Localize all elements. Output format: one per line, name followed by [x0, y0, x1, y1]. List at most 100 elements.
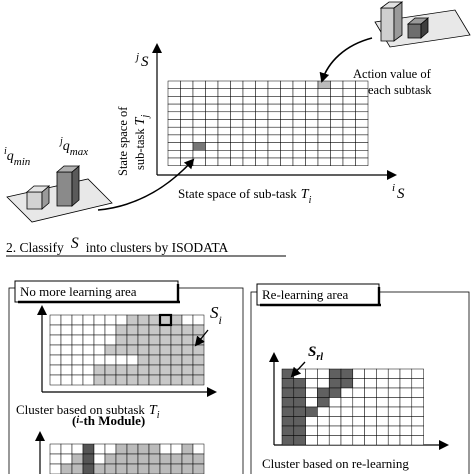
module-sub: i [76, 415, 79, 426]
grid-cell [159, 443, 172, 455]
grid-cell [192, 88, 206, 97]
grid-cell [255, 111, 269, 120]
qmin-pre: i [4, 146, 7, 157]
grid-cell [352, 378, 365, 389]
grid-cell [305, 157, 319, 166]
grid-cell [330, 119, 344, 128]
x-axis-label-sub: i [309, 195, 312, 206]
grid-cell [281, 425, 295, 436]
x-axis-symbol-pre: i [392, 182, 395, 194]
grid-cell [205, 150, 219, 159]
grid-cell [293, 387, 306, 398]
q-value-platform [6, 165, 113, 223]
grid-cell [192, 374, 205, 386]
grid-cell [399, 406, 413, 417]
grid-cell [399, 397, 413, 408]
grid-cell [167, 119, 181, 128]
grid-cell [328, 397, 342, 408]
qmin-bar [25, 185, 51, 210]
grid-cell [93, 463, 106, 474]
grid-cell [71, 463, 84, 474]
grid-cell [180, 111, 194, 120]
grid-cell [93, 374, 106, 386]
grid-cell [192, 364, 205, 376]
right-cluster-sym: S [308, 344, 316, 360]
grid-cell [170, 354, 183, 366]
right-panel-tag: Re-learning area [262, 287, 348, 302]
grid-cell [181, 453, 194, 465]
grid-cell [60, 453, 73, 465]
top-state-space-axes [152, 43, 397, 180]
grid-cell [342, 150, 356, 159]
grid-cell [317, 150, 331, 159]
grid-cell [180, 96, 194, 105]
grid-cell [205, 96, 219, 105]
grid-cell [217, 111, 231, 120]
grid-cell [411, 435, 424, 446]
x-axis-symbol: S [397, 186, 405, 202]
grid-cell [205, 126, 219, 136]
grid-cell [159, 463, 172, 474]
grid-cell [292, 111, 306, 120]
grid-cell [230, 111, 244, 120]
grid-cell [305, 406, 318, 417]
grid-cell [49, 374, 62, 386]
grid-cell [352, 435, 365, 446]
grid-cell [180, 142, 194, 151]
grid-cell [82, 374, 95, 386]
grid-cell [93, 443, 106, 455]
grid-cell [180, 88, 194, 97]
grid-cell [267, 111, 281, 120]
grid-cell [342, 80, 356, 89]
grid-cell [82, 364, 95, 376]
grid-cell [167, 103, 181, 113]
grid-cell [104, 374, 117, 386]
grid-cell [230, 134, 244, 143]
grid-cell [93, 344, 106, 356]
grid-cell [364, 416, 377, 427]
grid-cell [411, 387, 424, 398]
grid-cell [104, 344, 117, 356]
grid-cell [205, 157, 219, 166]
grid-cell [255, 119, 269, 128]
grid-cell [342, 119, 356, 128]
grid-cell [167, 134, 181, 143]
x-axis-label-text: State space of sub-task [178, 186, 297, 201]
grid-cell [192, 142, 206, 151]
grid-cell [242, 88, 256, 97]
grid-cell [137, 374, 150, 386]
grid-cell [137, 453, 150, 465]
grid-cell [93, 453, 106, 465]
qmax-bar [55, 165, 81, 207]
grid-cell [205, 103, 219, 113]
grid-cell [330, 111, 344, 120]
grid-cell [181, 344, 194, 356]
grid-cell [340, 425, 354, 436]
grid-cell [230, 119, 244, 128]
grid-cell [293, 416, 306, 427]
grid-cell [60, 334, 73, 346]
grid-cell [280, 142, 294, 151]
grid-cell [364, 397, 377, 408]
grid-cell [399, 378, 413, 389]
grid-cell [126, 364, 139, 376]
step2-symbol: S [71, 235, 79, 252]
module-pre: ( [72, 413, 76, 428]
grid-cell [148, 374, 161, 386]
grid-cell [230, 157, 244, 166]
grid-cell [60, 364, 73, 376]
grid-cell [82, 334, 95, 346]
grid-cell [352, 416, 365, 427]
grid-cell [340, 387, 354, 398]
grid-cell [242, 103, 256, 113]
grid-cell [192, 354, 205, 366]
grid-cell [71, 324, 84, 336]
grid-cell [115, 374, 128, 386]
grid-cell [387, 406, 401, 417]
grid-cell [115, 334, 128, 346]
grid-cell [192, 126, 206, 136]
grid-cell [93, 334, 106, 346]
grid-cell [82, 324, 95, 336]
grid-cell [280, 103, 294, 113]
